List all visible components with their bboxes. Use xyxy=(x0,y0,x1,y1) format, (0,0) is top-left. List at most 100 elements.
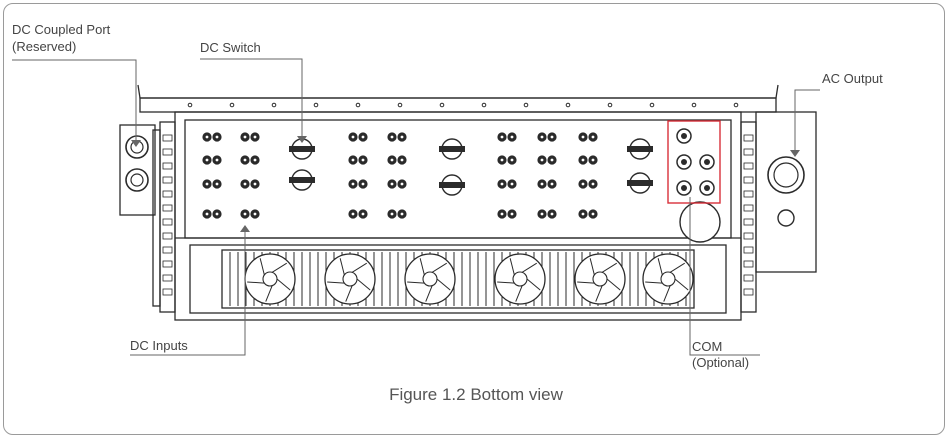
right-flange-slot xyxy=(743,176,754,184)
dc-input-connector-pin xyxy=(205,158,209,162)
label-ac-output: AC Output xyxy=(822,71,883,86)
figure-caption: Figure 1.2 Bottom view xyxy=(389,385,564,404)
label-dc-coupled-port-line1: DC Coupled Port xyxy=(12,22,111,37)
dc-input-connector-pin xyxy=(361,212,365,216)
right-flange xyxy=(740,121,757,313)
right-flange-slot xyxy=(743,218,754,226)
arrow-dc-switch xyxy=(297,136,307,143)
dc-input-connector-pin xyxy=(550,212,554,216)
left-flange-slot xyxy=(162,246,173,254)
cooling-fan-blade xyxy=(345,285,353,302)
dc-input-connector-pin xyxy=(215,182,219,186)
rail-screw-hole xyxy=(313,102,319,108)
fan-grille xyxy=(221,249,695,309)
rail-screw-hole xyxy=(523,102,529,108)
cooling-fan xyxy=(574,253,626,305)
arrow-dc-coupled-port xyxy=(131,140,141,147)
dc-input-connector-pin xyxy=(500,212,504,216)
dc-input-connector-pin xyxy=(253,182,257,186)
dc-switch-handle xyxy=(439,146,465,152)
dc-input-connector-pin xyxy=(591,135,595,139)
dc-input-connector-pin xyxy=(500,182,504,186)
cooling-fan-blade xyxy=(431,262,447,273)
dc-input-connector-pin xyxy=(390,212,394,216)
cooling-fan xyxy=(244,253,296,305)
leader-dc-switch xyxy=(200,58,303,136)
left-flange-slot xyxy=(162,162,173,170)
rail-screw-hole xyxy=(229,102,235,108)
com-port-core xyxy=(681,159,687,165)
com-port-core xyxy=(704,159,710,165)
rail-screw-hole xyxy=(565,102,571,108)
dc-input-connector-pin xyxy=(510,212,514,216)
com-highlight-box xyxy=(667,120,721,204)
left-flange-slot xyxy=(162,260,173,268)
rail-screw-hole xyxy=(439,102,445,108)
cooling-fan-blade xyxy=(595,285,603,302)
dc-input-connector-pin xyxy=(510,158,514,162)
dc-coupled-port-knob-inner xyxy=(130,173,144,187)
dc-switch-handle xyxy=(289,177,315,183)
dc-input-connector-pin xyxy=(351,158,355,162)
label-dc-inputs: DC Inputs xyxy=(130,338,188,353)
leader-arrowheads xyxy=(131,136,800,232)
dc-input-connector-pin xyxy=(215,212,219,216)
dc-input-connector-pin xyxy=(581,212,585,216)
right-flange-slot xyxy=(743,190,754,198)
dc-input-connector-pin xyxy=(550,158,554,162)
arrow-ac-output xyxy=(790,150,800,157)
dc-input-connector-pin xyxy=(500,158,504,162)
cooling-fan-blade xyxy=(436,278,451,291)
cooling-fan-blade xyxy=(663,285,671,302)
cooling-fan-blade xyxy=(521,262,537,273)
dc-input-connector-pin xyxy=(540,158,544,162)
right-flange-slot xyxy=(743,246,754,254)
dc-input-connector-pin xyxy=(205,212,209,216)
dc-input-connector-pin xyxy=(351,182,355,186)
dc-input-connector-pin xyxy=(253,135,257,139)
dc-input-connector-pin xyxy=(243,212,247,216)
dc-switch-handle xyxy=(289,146,315,152)
dc-input-connector-pin xyxy=(253,158,257,162)
rail-screw-hole xyxy=(607,102,613,108)
leader-com xyxy=(689,197,760,356)
cooling-fan xyxy=(324,253,376,305)
cooling-fan-blade xyxy=(265,285,273,302)
left-flange-slot xyxy=(162,218,173,226)
dc-switch-handle xyxy=(627,180,653,186)
leader-dc-coupled-port xyxy=(12,59,137,140)
cooling-fan-blade xyxy=(419,258,425,276)
breather-valve xyxy=(679,201,721,243)
left-flange-outer xyxy=(152,129,161,307)
left-flange-slot xyxy=(162,288,173,296)
dc-input-connector-pin xyxy=(205,135,209,139)
right-flange-slot xyxy=(743,288,754,296)
cooling-fan-blade xyxy=(657,258,663,276)
dc-input-connector-pin xyxy=(540,135,544,139)
cooling-fan-blade xyxy=(526,278,541,291)
ac-output-box xyxy=(755,111,817,273)
dc-input-connector-pin xyxy=(581,182,585,186)
dc-input-connector-pin xyxy=(400,182,404,186)
rail-screw-hole xyxy=(187,102,193,108)
cooling-fan-blade xyxy=(425,285,433,302)
rail-screw-hole xyxy=(733,102,739,108)
ac-small-gland xyxy=(777,209,795,227)
dc-input-connector-pin xyxy=(550,182,554,186)
rail-screw-hole xyxy=(649,102,655,108)
fan-tray xyxy=(189,244,727,314)
cooling-fan-blade xyxy=(351,262,367,273)
right-flange-slot xyxy=(743,148,754,156)
dc-input-connector-pin xyxy=(390,158,394,162)
dc-coupled-port-box xyxy=(119,124,156,216)
top-rail-lip xyxy=(139,97,777,113)
dc-input-connector-pin xyxy=(351,212,355,216)
right-flange-slot xyxy=(743,232,754,240)
dc-coupled-port-knob xyxy=(125,168,149,192)
left-flange-slot xyxy=(162,134,173,142)
dc-input-connector-pin xyxy=(581,158,585,162)
dc-input-connector-pin xyxy=(581,135,585,139)
cooling-fan-blade xyxy=(247,281,265,284)
dc-input-connector-pin xyxy=(550,135,554,139)
